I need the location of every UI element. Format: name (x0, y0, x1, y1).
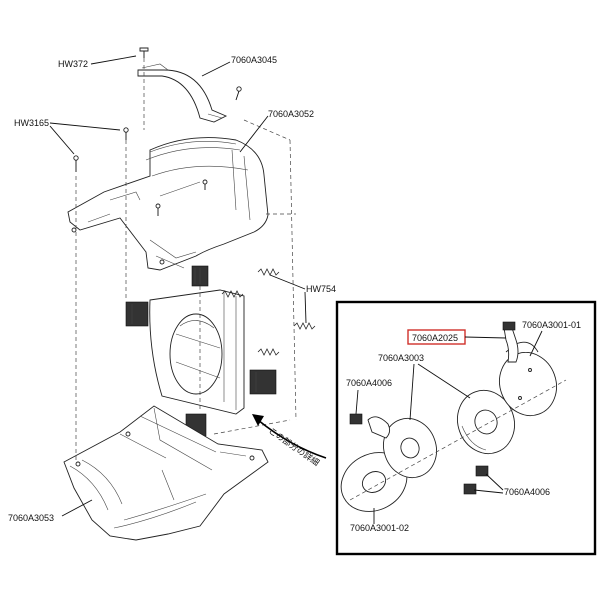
label-7060A3052: 7060A3052 (239, 109, 314, 153)
svg-text:HW372: HW372 (58, 59, 88, 69)
svg-text:この部分の詳細: この部分の詳細 (266, 425, 321, 468)
label-7060A4006-right: 7060A4006 (473, 473, 550, 497)
svg-text:HW3165: HW3165 (14, 118, 49, 128)
hw372-screw (139, 47, 149, 58)
hw754-spring-1 (257, 268, 280, 276)
hw754-spring-2 (221, 290, 244, 298)
svg-text:7060A3003: 7060A3003 (378, 353, 424, 363)
inset-connector-top (502, 321, 516, 331)
svg-text:7060A2025: 7060A2025 (412, 333, 458, 343)
inset-connector-right-1 (475, 465, 489, 477)
detail-note-text: この部分の詳細 (266, 425, 321, 468)
housing-screw-inner-2 (202, 179, 208, 190)
housing-screw-left (123, 127, 129, 140)
inset-disc-3001-02 (340, 452, 408, 512)
svg-text:HW754: HW754 (306, 284, 336, 294)
svg-text:7060A3053: 7060A3053 (8, 513, 54, 523)
label-7060A3001-01: 7060A3001-01 (522, 320, 581, 357)
assembly-guide-lines (75, 58, 297, 462)
gobo-disc-assembly (149, 289, 245, 415)
label-7060A3001-02: 7060A3001-02 (350, 508, 409, 533)
label-7060A4006-left: 7060A4006 (346, 378, 392, 415)
housing-screw-front (73, 155, 79, 172)
label-hw372: HW372 (58, 55, 137, 69)
label-hw754: HW754 (269, 274, 336, 324)
label-7060A3003: 7060A3003 (378, 353, 471, 421)
inset-connector-left (349, 413, 363, 425)
housing-screw-inner (155, 203, 161, 216)
drive-gear-right (249, 369, 277, 395)
label-7060A3045: 7060A3045 (201, 55, 277, 77)
svg-text:7060A3052: 7060A3052 (268, 109, 314, 119)
inset-gobo-3003-a (367, 416, 437, 479)
svg-text:7060A3001-02: 7060A3001-02 (350, 523, 409, 533)
hw754-spring-3 (293, 322, 316, 330)
cable-strip-7060A3045 (137, 63, 228, 123)
upper-housing-7060A3052 (67, 137, 269, 271)
label-7060A3053: 7060A3053 (8, 499, 93, 523)
label-7060A2025: 7060A2025 (407, 329, 507, 345)
detail-pointer-arrow (252, 414, 327, 459)
small-screw (235, 86, 242, 101)
inset-axis-line (349, 379, 567, 501)
inset-connector-right-2 (463, 483, 477, 495)
hw754-spring-4 (257, 348, 280, 356)
inset-flex-cable (503, 327, 519, 363)
svg-text:7060A3045: 7060A3045 (231, 55, 277, 65)
drive-gear-left (125, 301, 149, 327)
inset-gobo-3003-b (457, 389, 515, 455)
lower-housing-7060A3053 (63, 405, 269, 541)
svg-text:7060A3001-01: 7060A3001-01 (522, 320, 581, 330)
drive-gear-top (191, 265, 209, 287)
svg-text:7060A4006: 7060A4006 (504, 487, 550, 497)
svg-text:7060A4006: 7060A4006 (346, 378, 392, 388)
label-hw3165: HW3165 (14, 118, 121, 155)
